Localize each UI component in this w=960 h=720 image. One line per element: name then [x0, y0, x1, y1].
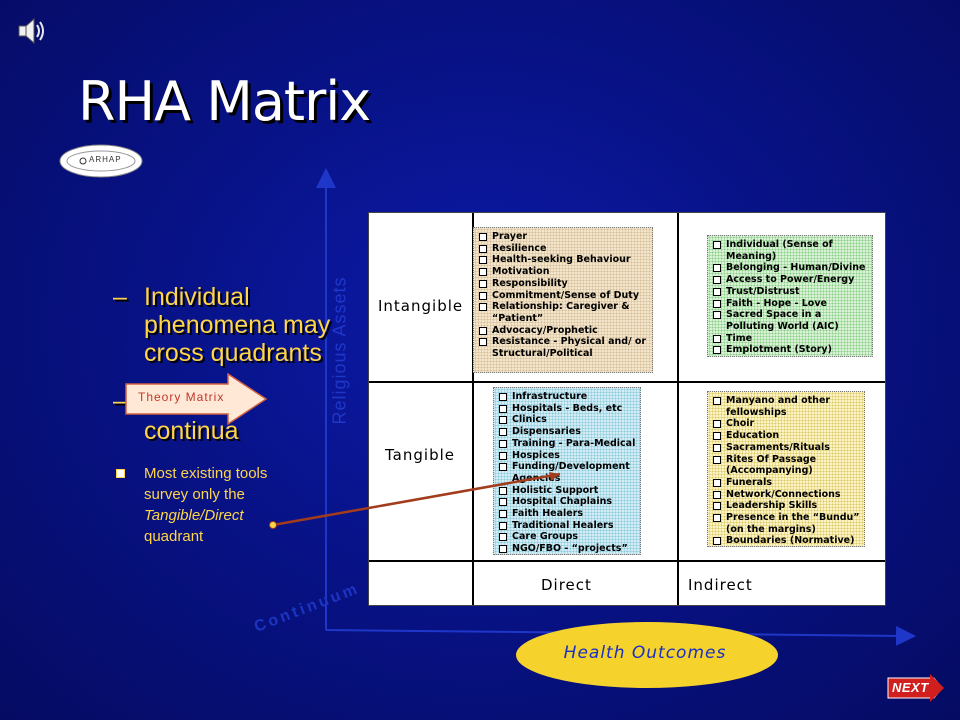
quadrant-item: Access to Power/Energy [712, 274, 868, 286]
quadrant-item: Health-seeking Behaviour [478, 254, 648, 266]
sub-bullet-emphasis: Tangible/Direct [144, 507, 244, 524]
bullet-point-2: continua [144, 417, 239, 445]
column-label-direct: Direct [541, 576, 592, 594]
row-label-intangible: Intangible [378, 297, 464, 315]
bullet-dash: – [113, 283, 127, 311]
quadrant-item: Hospital Chaplains [498, 496, 636, 508]
quadrant-item: Responsibility [478, 278, 648, 290]
column-label-indirect: Indirect [688, 576, 753, 594]
continuum-label: Continuum [252, 580, 363, 636]
quadrant-item: Education [712, 430, 860, 442]
sub-bullet-suffix: quadrant [144, 528, 204, 545]
checkbox-bullet-icon [116, 469, 125, 478]
quadrant-item: Hospices [498, 450, 636, 462]
next-button[interactable]: NEXT [884, 672, 946, 704]
speaker-icon[interactable] [14, 14, 48, 48]
quadrant-item: Faith Healers [498, 508, 636, 520]
quadrant-item: Presence in the “Bundu” (on the margins) [712, 512, 860, 535]
quadrant-item: Time [712, 333, 868, 345]
quadrant-item: Resistance - Physical and/ or Structural… [478, 336, 648, 359]
quadrant-item: Dispensaries [498, 426, 636, 438]
rha-matrix: Intangible Tangible Direct Indirect Pray… [368, 212, 886, 606]
quadrant-item: Network/Connections [712, 489, 860, 501]
matrix-divider-vertical-1 [472, 213, 474, 605]
quadrant-item: Manyano and other fellowships [712, 395, 860, 418]
quadrant-item: Leadership Skills [712, 500, 860, 512]
row-label-tangible: Tangible [385, 446, 455, 464]
quadrant-item: Motivation [478, 266, 648, 278]
sub-bullet-prefix: Most existing tools survey only the [144, 465, 268, 503]
quadrant-item: Emplotment (Story) [712, 344, 868, 356]
theory-matrix-label: Theory Matrix [138, 390, 225, 404]
health-outcomes-label: Health Outcomes [563, 643, 727, 663]
bullet-point-1: Individual phenomena may cross quadrants [144, 283, 331, 367]
quadrant-item: Resilience [478, 243, 648, 255]
logo-text: ARHAP [89, 155, 122, 164]
quadrant-item: Choir [712, 418, 860, 430]
quadrant-item: Belonging - Human/Divine [712, 262, 868, 274]
quadrant-item: Faith - Hope - Love [712, 298, 868, 310]
quadrant-item: Sacred Space in a Polluting World (AIC) [712, 309, 868, 332]
quadrant-item: Boundaries (Normative) [712, 535, 860, 547]
quadrant-item: Training - Para-Medical [498, 438, 636, 450]
bullet-dash: – [113, 387, 127, 415]
arhap-logo: ARHAP [58, 143, 144, 179]
quadrant-item: Holistic Support [498, 485, 636, 497]
quadrant-item: Relationship: Caregiver & “Patient” [478, 301, 648, 324]
quadrant-item: Individual (Sense of Meaning) [712, 239, 868, 262]
quadrant-item: Traditional Healers [498, 520, 636, 532]
quadrant-item: Sacraments/Rituals [712, 442, 860, 454]
matrix-divider-vertical-2 [677, 213, 679, 605]
health-outcomes-ellipse [516, 622, 778, 688]
quadrant-item: Rites Of Passage (Accompanying) [712, 454, 860, 477]
quadrant-item: Trust/Distrust [712, 286, 868, 298]
quadrant-item: Funerals [712, 477, 860, 489]
theory-matrix-button[interactable]: Theory Matrix [124, 372, 274, 426]
quadrant-item: Clinics [498, 414, 636, 426]
quadrant-item: Prayer [478, 231, 648, 243]
quadrant-item: Care Groups [498, 531, 636, 543]
quadrant-item: Hospitals - Beds, etc [498, 403, 636, 415]
quadrant-item: Commitment/Sense of Duty [478, 290, 648, 302]
matrix-divider-horizontal-1 [369, 381, 885, 383]
sub-bullet: Most existing tools survey only the Tang… [116, 463, 291, 547]
next-label: NEXT [892, 680, 929, 695]
quadrant-item: Advocacy/Prophetic [478, 325, 648, 337]
quadrant-item: Infrastructure [498, 391, 636, 403]
quadrant-item: NGO/FBO - “projects” [498, 543, 636, 555]
quadrant-item: Funding/Development Agencies [498, 461, 636, 484]
matrix-divider-horizontal-2 [369, 560, 885, 562]
slide-title: RHA Matrix [78, 70, 371, 133]
quadrant-intangible-indirect: Individual (Sense of Meaning)Belonging -… [707, 235, 873, 357]
